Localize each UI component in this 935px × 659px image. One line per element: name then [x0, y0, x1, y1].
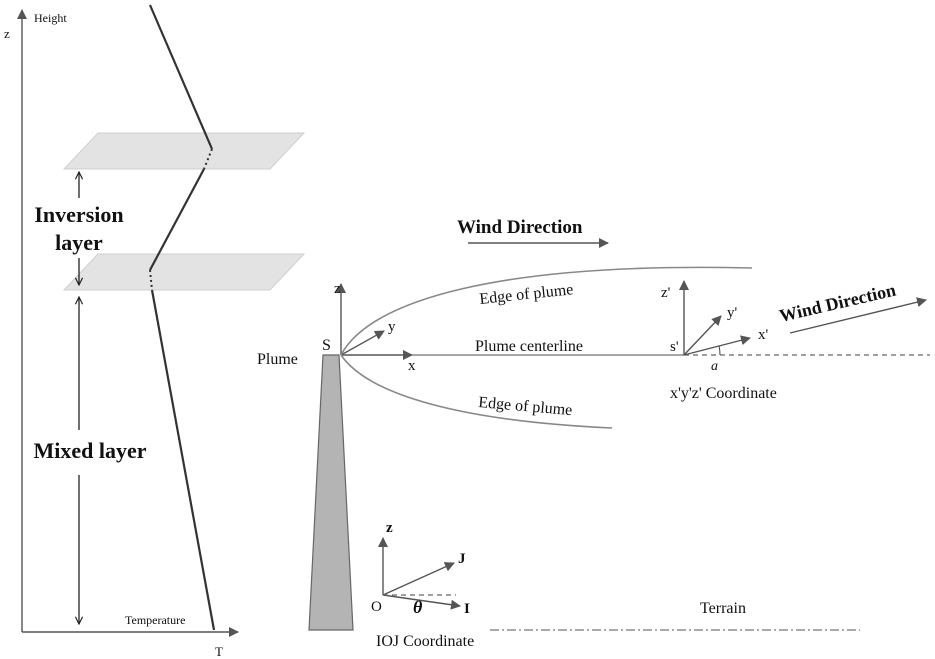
plume-label: Plume — [257, 351, 298, 368]
source-s-label: S — [322, 337, 331, 354]
temperature-inversion-line — [149, 168, 205, 271]
rotated-y-axis — [683, 315, 722, 356]
ioj-o-label: O — [371, 599, 382, 615]
wind-direction-label-2: Wind Direction — [777, 280, 897, 326]
z-axis-label: z — [4, 26, 10, 41]
wind-direction-label-1: Wind Direction — [457, 217, 583, 238]
ioj-theta-label: θ — [413, 597, 423, 617]
source-x-label: x — [408, 358, 416, 374]
temperature-axis-label: Temperature — [125, 613, 185, 627]
plume-edge-bottom — [340, 354, 613, 429]
rotated-z-label: z' — [661, 285, 671, 301]
ioj-i-axis — [382, 594, 461, 610]
rotated-frame-caption: x'y'z' Coordinate — [670, 385, 777, 402]
angle-arc — [718, 345, 721, 356]
plume-edge-bottom-label: Edge of plume — [478, 394, 573, 419]
terrain-label: Terrain — [700, 600, 746, 617]
temperature-mixed-line — [150, 289, 216, 631]
rotated-x-label: x' — [758, 327, 769, 343]
plume-centerline-label: Plume centerline — [475, 338, 583, 355]
source-y-label: y — [388, 319, 396, 335]
ioj-frame-caption: IOJ Coordinate — [376, 633, 474, 650]
rotated-x-axis — [683, 335, 751, 356]
t-axis-label: T — [215, 644, 223, 659]
ioj-j-axis — [382, 562, 455, 596]
angle-a-label: a — [711, 359, 718, 374]
inversion-layer-label-1: Inversion — [34, 202, 123, 227]
source-y-axis — [340, 330, 385, 356]
plume-edge-top-label: Edge of plume — [479, 281, 574, 308]
rotated-s-label: s' — [670, 339, 679, 355]
temperature-profile-line — [148, 4, 214, 150]
source-z-label: z — [334, 281, 341, 297]
plume-edge-top — [340, 266, 753, 356]
wind-direction-arrow-2 — [789, 297, 927, 334]
rotated-y-label: y' — [727, 305, 738, 321]
inversion-layer-label-2: layer — [55, 230, 103, 255]
stack — [308, 354, 354, 631]
inversion-top-plane — [62, 132, 306, 170]
height-axis-label: Height — [34, 11, 67, 25]
profile-hidden-segment-top — [203, 148, 213, 170]
profile-hidden-segment-bottom — [149, 269, 153, 291]
mixed-layer-label: Mixed layer — [33, 438, 146, 463]
inversion-bottom-plane — [62, 253, 306, 291]
ioj-i-label: I — [464, 601, 470, 617]
ioj-z-label: z — [386, 520, 393, 536]
ioj-j-label: J — [458, 551, 466, 567]
